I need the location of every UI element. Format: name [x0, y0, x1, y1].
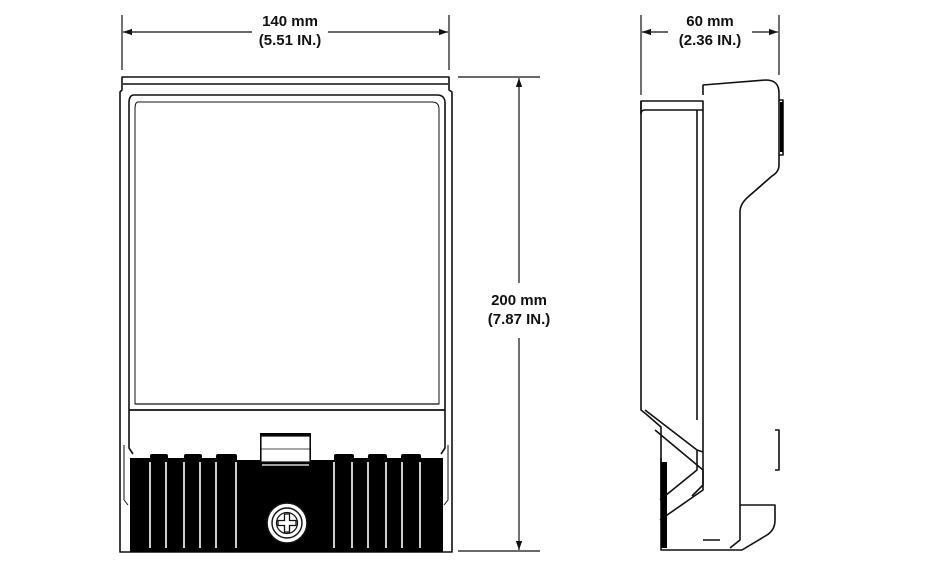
height-imperial-text: (7.87 IN.) — [487, 311, 551, 328]
depth-dimension-label: 60 mm (2.36 IN.) — [650, 12, 770, 50]
width-metric-text: 140 mm — [262, 13, 318, 30]
width-dimension-line — [121, 15, 450, 70]
depth-metric-text: 60 mm — [686, 13, 734, 30]
height-dimension-label: 200 mm (7.87 IN.) — [459, 291, 579, 329]
front-housing-outline — [119, 76, 453, 553]
phillips-screw-icon — [266, 502, 308, 544]
height-metric-text: 200 mm — [491, 292, 547, 309]
width-dimension-label: 140 mm (5.51 IN.) — [230, 12, 350, 50]
depth-dimension-line — [640, 15, 780, 95]
side-front-housing — [667, 79, 780, 551]
depth-imperial-text: (2.36 IN.) — [678, 32, 742, 49]
height-dimension-line — [458, 76, 540, 552]
side-fin-edge — [661, 102, 783, 548]
side-rear-plate — [640, 100, 704, 115]
front-view — [119, 76, 453, 553]
width-imperial-text: (5.51 IN.) — [258, 32, 322, 49]
side-view — [640, 79, 784, 551]
front-lens-panel — [128, 94, 446, 411]
front-heatsink-fins — [130, 433, 443, 552]
